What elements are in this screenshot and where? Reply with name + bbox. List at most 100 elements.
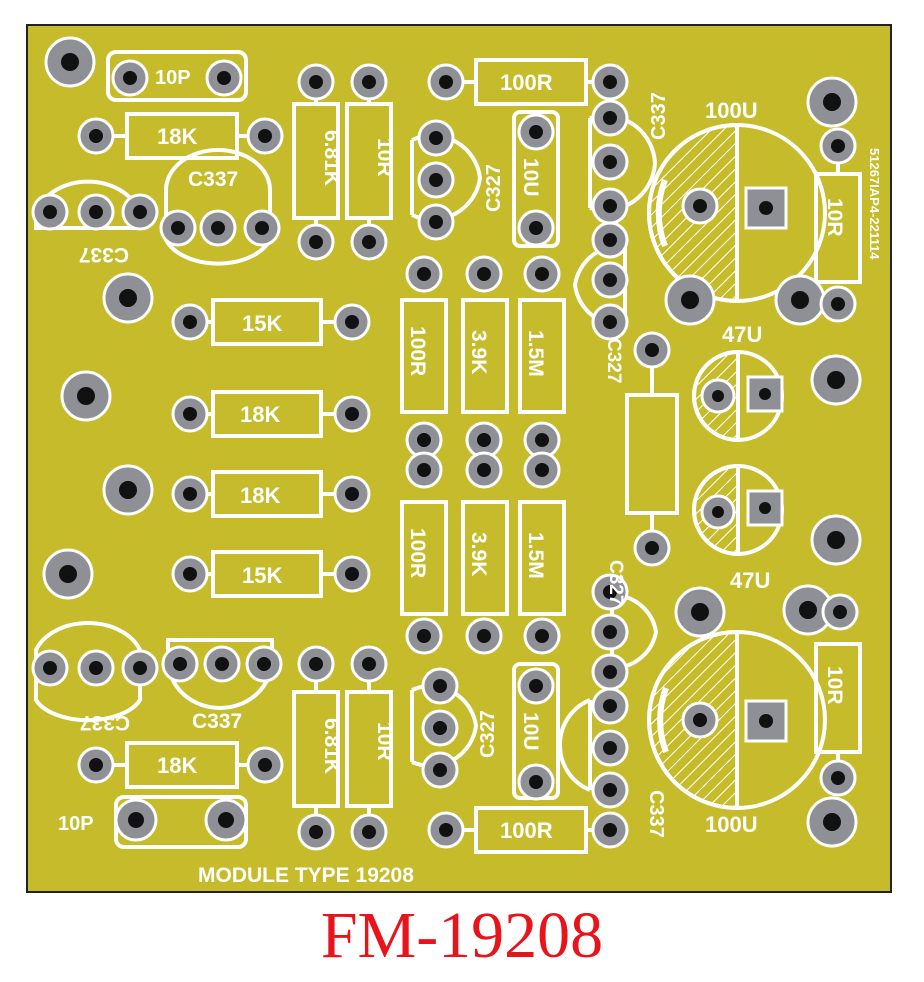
board-caption: FM-19208 (320, 899, 604, 972)
label-c337-tl: C337 (188, 168, 238, 191)
drill-hole (345, 315, 359, 329)
drill-hole (831, 139, 845, 153)
drill-hole (693, 713, 707, 727)
silk-100r-mid-b (400, 500, 448, 616)
label-10p-bot: 10P (58, 813, 94, 835)
silk-39k-a (461, 298, 509, 414)
label-10p-top: 10P (155, 67, 191, 89)
drill-hole (77, 387, 95, 405)
drill-hole (603, 741, 617, 755)
drill-hole (827, 371, 845, 389)
drill-hole (603, 199, 617, 213)
label-10r-bot: 10R (373, 722, 396, 761)
drill-hole (603, 315, 617, 329)
label-100r-top: 100R (500, 70, 553, 95)
label-39k-b: 3.9K (467, 532, 490, 576)
pcb-silkscreen-diagram: 10P 18K C337 C337 6.81K 10R 100R C327 10… (26, 24, 892, 893)
drill-hole (799, 601, 817, 619)
drill-hole (362, 825, 376, 839)
label-47u-b: 47U (730, 568, 770, 593)
silk-c337-right-bot (557, 698, 592, 792)
label-c327-top: C327 (483, 164, 505, 212)
drill-hole (603, 273, 617, 287)
drill-hole (477, 463, 491, 477)
label-100r-bot: 100R (500, 818, 553, 843)
drill-hole (309, 657, 323, 671)
drill-hole (681, 291, 699, 309)
drill-hole (417, 629, 431, 643)
drill-hole (712, 390, 724, 402)
label-47u-a: 47U (722, 322, 762, 347)
drill-hole (217, 71, 231, 85)
drill-hole (43, 661, 57, 675)
drill-hole (535, 433, 549, 447)
drill-hole (603, 823, 617, 837)
drill-hole (529, 125, 543, 139)
drill-hole (791, 291, 809, 309)
label-100u-bot: 100U (705, 812, 758, 837)
label-100r-mid-b: 100R (406, 528, 429, 578)
drill-hole (535, 267, 549, 281)
drill-hole (173, 657, 187, 671)
drill-hole (362, 657, 376, 671)
drill-hole (603, 585, 617, 599)
drill-hole (477, 267, 491, 281)
drill-hole (119, 481, 137, 499)
drill-hole (171, 221, 185, 235)
drill-hole (59, 565, 77, 583)
module-type-label: MODULE TYPE 19208 (198, 864, 414, 887)
drill-hole (823, 813, 841, 831)
label-100u-top: 100U (705, 98, 758, 123)
drill-hole (309, 75, 323, 89)
label-18k-c: 18K (240, 483, 280, 508)
drill-hole (257, 657, 271, 671)
drill-hole (535, 629, 549, 643)
drill-hole (183, 407, 197, 421)
label-10u-bot: 10U (519, 712, 542, 751)
label-15m-a: 1.5M (524, 330, 547, 377)
drill-hole (345, 407, 359, 421)
drill-hole (119, 289, 137, 307)
drill-hole (433, 721, 447, 735)
drill-hole (645, 541, 659, 555)
silk-10p-top (106, 50, 248, 102)
drill-hole (603, 625, 617, 639)
label-c337-top-right: C337 (648, 92, 670, 140)
silk-39k-b (461, 500, 509, 616)
label-c337-bl: C337 (80, 711, 130, 734)
drill-hole (691, 603, 709, 621)
label-15k-d: 15K (242, 563, 282, 588)
drill-hole (429, 131, 443, 145)
drill-hole (529, 221, 543, 235)
drill-hole (258, 129, 272, 143)
drill-hole (603, 233, 617, 247)
drill-hole (255, 221, 269, 235)
label-100r-mid-a: 100R (406, 326, 429, 376)
drill-hole (362, 235, 376, 249)
drill-hole (128, 812, 144, 828)
drill-hole (133, 661, 147, 675)
label-15m-b: 1.5M (524, 532, 547, 579)
drill-hole (89, 129, 103, 143)
drill-hole (529, 679, 543, 693)
drill-hole (183, 315, 197, 329)
drill-hole (535, 463, 549, 477)
drill-hole (645, 343, 659, 357)
drill-hole (603, 699, 617, 713)
drill-hole (693, 199, 707, 213)
drill-hole (258, 758, 272, 772)
silk-100r-mid-a (400, 298, 448, 414)
drill-hole (833, 605, 847, 619)
drill-hole (362, 75, 376, 89)
label-39k-a: 3.9K (467, 330, 490, 374)
drill-hole (345, 567, 359, 581)
drill-hole (417, 433, 431, 447)
label-c327-mid-right: C327 (603, 338, 624, 383)
drill-hole (433, 763, 447, 777)
silk-c337-bl (34, 621, 142, 723)
silk-15m-b (518, 500, 566, 616)
label-18k-b: 18K (240, 402, 280, 427)
drill-hole (345, 487, 359, 501)
label-15k-a: 15K (242, 311, 282, 336)
drill-hole (433, 679, 447, 693)
